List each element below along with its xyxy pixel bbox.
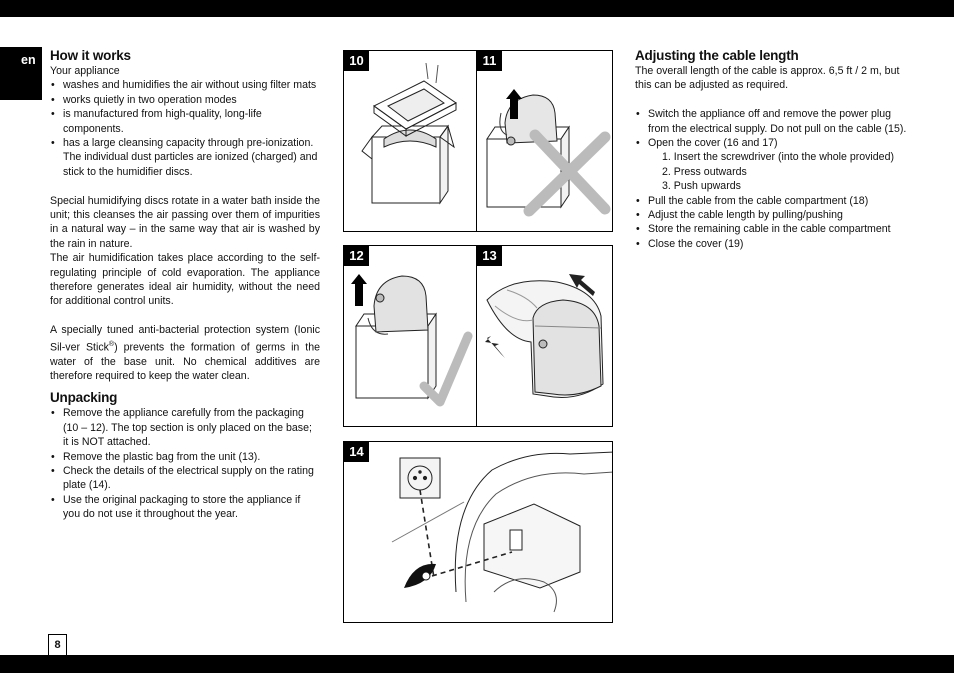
list-item: washes and humidifies the air without us…	[50, 78, 320, 93]
page-number: 8	[48, 634, 67, 655]
figure-10: 10	[343, 50, 477, 232]
list-item: Use the original packaging to store the …	[50, 493, 320, 522]
list-item: Store the remaining cable in the cable c…	[635, 222, 910, 237]
remove-bag-illustration	[485, 274, 604, 398]
figure-number: 13	[477, 246, 502, 266]
paragraph-ionic: A specially tuned anti-bacterial protect…	[50, 324, 320, 383]
list-item: Remove the plastic bag from the unit (13…	[50, 450, 320, 465]
paragraph-evaporation: The air humidification takes place accor…	[50, 252, 320, 308]
list-item: works quietly in two operation modes	[50, 93, 320, 108]
left-column: How it works Your appliance washes and h…	[50, 48, 320, 522]
list-item: Remove the appliance carefully from the …	[50, 406, 320, 449]
lift-right-illustration	[351, 274, 473, 407]
box-lid-illustration	[361, 62, 457, 205]
paragraph-discs: Special humidifying discs rotate in a wa…	[50, 194, 320, 250]
adjust-bullets: Switch the appliance off and remove the …	[635, 107, 910, 151]
step-item: 2. Press outwards	[662, 165, 747, 178]
list-item: Close the cover (19)	[635, 237, 910, 252]
how-it-works-heading: How it works	[50, 48, 131, 63]
figure-14: 14	[343, 441, 613, 623]
list-item: Adjust the cable length by pulling/pushi…	[635, 208, 910, 223]
figure-number: 14	[344, 442, 369, 462]
unpacking-bullets: Remove the appliance carefully from the …	[50, 406, 320, 521]
list-item: Check the details of the electrical supp…	[50, 464, 320, 493]
bottom-bar	[0, 655, 954, 673]
figure-number: 11	[477, 51, 502, 71]
step-item: 1. Insert the screwdriver (into the whol…	[662, 151, 894, 164]
unpacking-heading: Unpacking	[50, 390, 118, 406]
list-item: Open the cover (16 and 17)	[635, 136, 910, 151]
rating-plate-illustration	[391, 451, 612, 613]
figure-number: 12	[344, 246, 369, 266]
language-label: en	[21, 53, 36, 67]
figure-11: 11	[476, 50, 613, 232]
figure-12: 12	[343, 245, 477, 427]
adjust-bullets-more: Pull the cable from the cable compartmen…	[635, 194, 910, 252]
figure-number: 10	[344, 51, 369, 71]
list-item: Pull the cable from the cable compartmen…	[635, 194, 910, 209]
lift-wrong-illustration	[486, 89, 611, 217]
right-column: Adjusting the cable length The overall l…	[635, 48, 910, 252]
how-bullets: washes and humidifies the air without us…	[50, 78, 320, 179]
figure-13: 13	[476, 245, 613, 427]
list-item: has a large cleansing capacity through p…	[50, 136, 320, 179]
step-item: 3. Push upwards	[662, 180, 741, 193]
open-cover-steps: 1. Insert the screwdriver (into the whol…	[635, 150, 910, 193]
language-tab: en	[0, 47, 42, 100]
adjust-intro: The overall length of the cable is appro…	[635, 65, 900, 92]
list-item: is manufactured from high-quality, long-…	[50, 107, 320, 136]
top-bar	[0, 0, 954, 17]
list-item: Switch the appliance off and remove the …	[635, 107, 910, 136]
how-intro: Your appliance	[50, 65, 120, 77]
adjust-cable-heading: Adjusting the cable length	[635, 48, 799, 63]
